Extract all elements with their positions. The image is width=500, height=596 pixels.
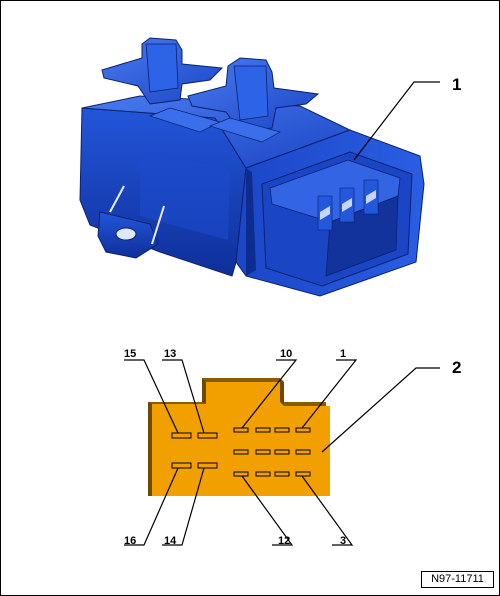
leader-pin-3 [301, 475, 354, 546]
leader-pin-1 [301, 359, 358, 429]
pin-label-13: 13 [164, 348, 176, 360]
control-unit-housing [79, 37, 425, 297]
pin-label-14: 14 [164, 535, 177, 547]
pin-label-10: 10 [280, 348, 292, 360]
leader-pin-13 [162, 359, 205, 434]
pin-label-3: 3 [340, 535, 346, 547]
pin-row-top [171, 427, 311, 439]
leader-pin-15 [124, 359, 179, 434]
pin-label-16: 16 [124, 535, 136, 547]
reference-number: N97-11711 [421, 571, 494, 588]
callout-item1: 1 [452, 75, 461, 94]
callout-item2: 2 [452, 358, 461, 377]
leader-line-item2 [321, 367, 440, 453]
pin-label-12: 12 [278, 535, 290, 547]
leader-pin-14 [162, 467, 205, 546]
leader-pin-10 [241, 359, 298, 429]
pin-row-bottom [171, 462, 311, 477]
pin-label-15: 15 [124, 348, 136, 360]
leader-pin-16 [124, 467, 179, 546]
pin-row-middle [233, 449, 311, 455]
connector-pinout [148, 378, 330, 496]
pin-label-1: 1 [340, 348, 346, 360]
leader-line-item1 [353, 81, 440, 161]
leader-pin-12 [241, 475, 294, 546]
